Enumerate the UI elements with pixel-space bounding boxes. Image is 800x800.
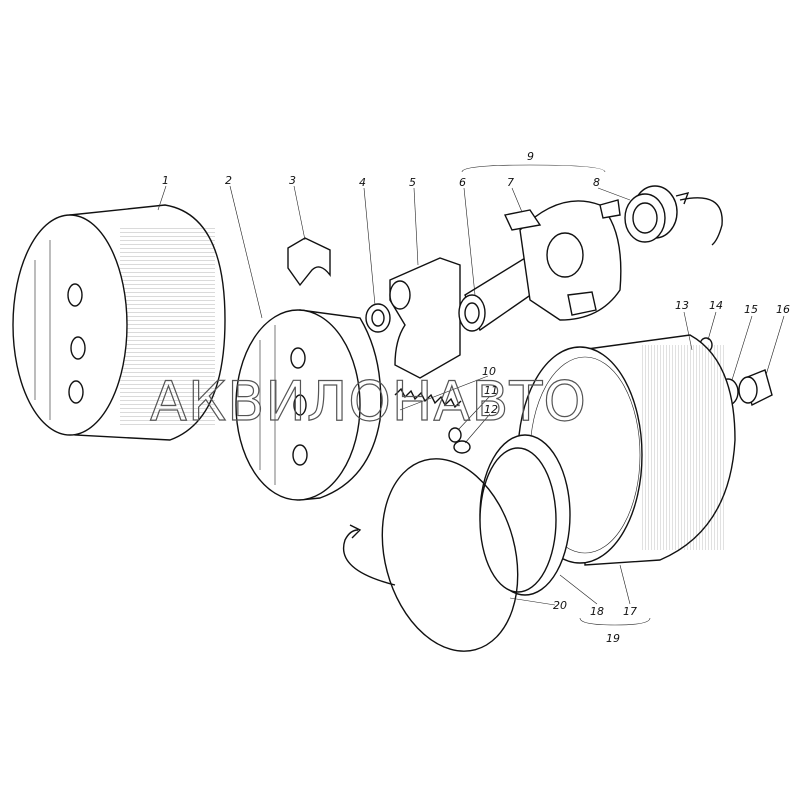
part-18-ring bbox=[479, 434, 571, 596]
label-6: 6 bbox=[459, 176, 466, 189]
part-4-washer-hole bbox=[371, 309, 385, 327]
label-11: 11 bbox=[484, 384, 498, 397]
leader-lines bbox=[157, 164, 785, 626]
rotation-arrow-bottom-head bbox=[349, 524, 362, 539]
label-12: 12 bbox=[484, 403, 498, 416]
part-3-half-bushing bbox=[287, 237, 331, 287]
label-17: 17 bbox=[623, 605, 637, 618]
part-2-cover-plate bbox=[235, 309, 382, 501]
part-10-spring bbox=[394, 387, 462, 409]
part-5-crank-body bbox=[389, 257, 461, 379]
label-13: 13 bbox=[675, 299, 689, 312]
label-20: 20 bbox=[553, 599, 567, 612]
label-15: 15 bbox=[744, 303, 758, 316]
watermark: АКВИЛОНАВТО bbox=[150, 370, 587, 433]
label-9: 9 bbox=[527, 150, 534, 163]
label-2: 2 bbox=[225, 174, 232, 187]
part-labels: 1 2 3 4 5 6 7 8 9 10 11 12 13 14 15 16 1… bbox=[162, 150, 790, 645]
label-3: 3 bbox=[289, 174, 296, 187]
rotation-arrow-bottom bbox=[343, 529, 396, 586]
label-4: 4 bbox=[359, 176, 366, 189]
label-19: 19 bbox=[606, 632, 620, 645]
part-11-ball bbox=[448, 427, 462, 443]
rotation-arrow-top-head bbox=[675, 192, 690, 205]
label-8: 8 bbox=[593, 176, 600, 189]
rotation-arrow-top bbox=[679, 197, 723, 246]
part-16-nut bbox=[738, 369, 773, 407]
label-7: 7 bbox=[507, 176, 514, 189]
part-8-bearing bbox=[624, 185, 678, 243]
part-7-rotor bbox=[503, 199, 622, 321]
part-20-o-ring bbox=[381, 458, 519, 652]
part-1-housing-cover bbox=[12, 204, 226, 441]
label-18: 18 bbox=[590, 605, 604, 618]
part-12-plug bbox=[453, 440, 471, 454]
label-16: 16 bbox=[776, 303, 790, 316]
label-5: 5 bbox=[409, 176, 416, 189]
label-10: 10 bbox=[482, 365, 496, 378]
label-14: 14 bbox=[709, 299, 723, 312]
label-1: 1 bbox=[162, 174, 169, 187]
